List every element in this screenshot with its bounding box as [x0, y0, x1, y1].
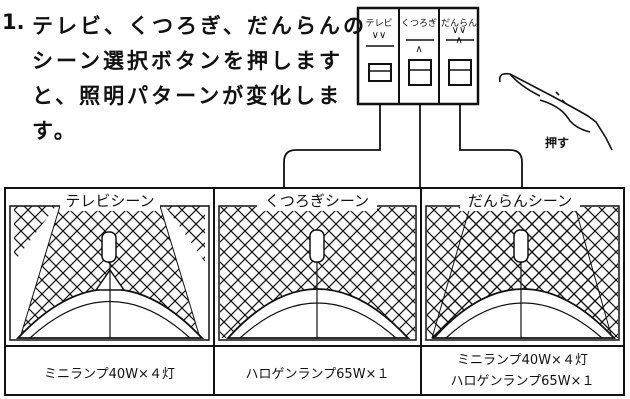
wiring — [283, 104, 523, 188]
caption-relax: ハロゲンランプ65W×１ — [245, 367, 390, 382]
family-scene-light-pattern — [427, 206, 618, 339]
family-button-arrows: ∨∨ ∧ — [451, 25, 467, 46]
control-panel — [356, 6, 480, 106]
relax-button-label: くつろぎ — [401, 19, 438, 29]
tv-button-arrows: ∨∨ — [371, 30, 387, 41]
family-scene-button[interactable] — [448, 59, 472, 86]
instruction-line: テレビ、くつろぎ、だんらんの — [32, 14, 367, 38]
instruction-line: す。 — [32, 119, 78, 143]
scene-title-relax: くつろぎシーン — [257, 190, 377, 211]
tv-scene-light-pattern — [14, 205, 205, 339]
press-label: 押す — [545, 136, 570, 150]
caption-tv: ミニランプ40W×４灯 — [44, 367, 175, 382]
scene-title-family: だんらんシーン — [460, 190, 580, 211]
relax-scene-light-pattern — [220, 207, 415, 339]
scene-title-tv: テレビシーン — [60, 190, 160, 211]
instruction-line: シーン選択ボタンを押します — [32, 49, 343, 73]
caption-family: ミニランプ40W×４灯 ハロゲンランプ65W×１ — [450, 353, 595, 389]
relax-button-arrows: ∧ — [415, 44, 423, 55]
tv-button-label: テレビ — [365, 19, 393, 29]
instruction-line: と、照明パターンが変化しま — [32, 84, 343, 108]
step-number: 1. — [2, 10, 25, 34]
relax-scene-button[interactable] — [408, 59, 432, 86]
hand-pressing-icon — [498, 72, 613, 151]
family-button-label: だんらん — [441, 19, 478, 29]
tv-scene-button[interactable] — [368, 63, 392, 82]
